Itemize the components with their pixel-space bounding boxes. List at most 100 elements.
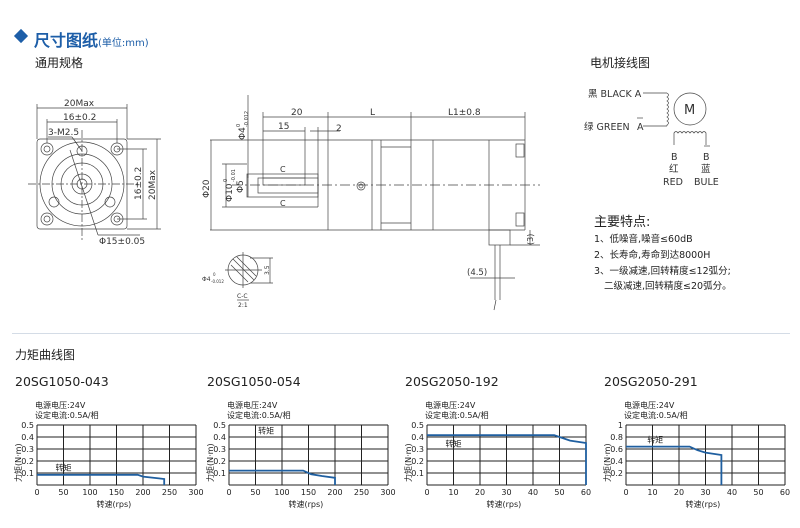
x-tick-label: 20 xyxy=(475,488,485,497)
y-tick-label: 0.5 xyxy=(21,421,34,430)
x-tick-label: 150 xyxy=(109,488,124,497)
x-tick-label: 300 xyxy=(380,488,395,497)
section-tol-upper: 0 xyxy=(213,272,216,277)
features-title: 主要特点: xyxy=(594,215,651,230)
dim-pilot-dia: Φ15±0.05 xyxy=(99,237,145,247)
x-tick-label: 250 xyxy=(162,488,177,497)
y-tick-label: 0.4 xyxy=(21,433,34,442)
dim-height-pitch: 16±0.2 xyxy=(134,167,144,200)
torque-section-title: 力矩曲线图 xyxy=(15,348,76,362)
y-tick-label: 0.2 xyxy=(213,457,226,466)
y-axis-label: 力矩(N·m) xyxy=(13,443,23,482)
x-tick-label: 30 xyxy=(501,488,511,497)
page-title: 尺寸图纸(单位:mm) xyxy=(34,27,149,51)
wire-bbar-color-en: BULE xyxy=(694,177,719,188)
x-tick-label: 20 xyxy=(674,488,684,497)
chart-title: 20SG2050-192 xyxy=(405,374,499,389)
y-tick-label: 0.8 xyxy=(610,433,623,442)
section-flat: 3.5 xyxy=(264,265,271,275)
wiring-diagram xyxy=(637,92,710,147)
section-mark-bottom: C xyxy=(280,199,286,208)
x-tick-label: 10 xyxy=(647,488,657,497)
y-tick-label: 0.1 xyxy=(21,469,34,478)
x-tick-label: 60 xyxy=(780,488,790,497)
x-tick-label: 60 xyxy=(581,488,591,497)
y-tick-label: 0.4 xyxy=(213,433,226,442)
feature-item: 二级减速,回转精度≤20弧分。 xyxy=(604,281,732,292)
x-tick-label: 40 xyxy=(528,488,538,497)
chart-title: 20SG1050-054 xyxy=(207,374,301,389)
wire-bbar-color-cn: 蓝 xyxy=(701,163,711,175)
y-axis-label: 力矩(N·m) xyxy=(205,443,215,482)
x-tick-label: 30 xyxy=(700,488,710,497)
x-tick-label: 150 xyxy=(301,488,316,497)
x-tick-label: 200 xyxy=(327,488,342,497)
dim-boss-tol-lower: -0.01 xyxy=(231,169,237,182)
dim-hole-pitch: 16±0.2 xyxy=(63,113,96,123)
x-tick-label: 50 xyxy=(753,488,763,497)
dim-flat-length: 15 xyxy=(278,122,289,132)
x-tick-label: 200 xyxy=(135,488,150,497)
dim-shaft-dia: Φ4 xyxy=(238,127,248,140)
wire-b-color-cn: 红 xyxy=(669,163,679,175)
series-annotation: 转矩 xyxy=(56,463,72,473)
y-tick-label: 0.1 xyxy=(213,469,226,478)
series-annotation: 转矩 xyxy=(446,439,462,449)
title-text: 尺寸图纸 xyxy=(34,31,99,50)
y-tick-label: 0.2 xyxy=(411,457,424,466)
dim-shaft-tol-upper: 0 xyxy=(236,124,242,127)
x-tick-label: 50 xyxy=(58,488,68,497)
dim-height-max: 20Max xyxy=(148,169,158,200)
dim-motor-length: L1±0.8 xyxy=(448,108,481,118)
dim-width-max: 20Max xyxy=(64,99,95,109)
chart-title: 20SG1050-043 xyxy=(15,374,109,389)
chart-note-voltage: 电源电压:24V xyxy=(425,400,476,410)
y-axis-label: 力矩(N·m) xyxy=(403,443,413,482)
x-tick-label: 0 xyxy=(424,488,429,497)
chart-note-voltage: 电源电压:24V xyxy=(624,400,675,410)
dim-boss-dia: Φ10 xyxy=(225,183,235,202)
chart-note-current: 设定电流:0.5A/相 xyxy=(227,410,291,420)
y-tick-label: 0.6 xyxy=(610,445,623,454)
dim-boss-dia-group: Φ10 -0.01 0 xyxy=(223,169,237,202)
y-tick-label: 0.3 xyxy=(411,445,424,454)
y-tick-label: 0.3 xyxy=(213,445,226,454)
front-view xyxy=(28,104,161,240)
torque-line xyxy=(37,473,166,485)
wire-b-phase: B xyxy=(671,152,678,163)
feature-item: 1、低噪音,噪音≤60dB xyxy=(594,234,693,245)
y-tick-label: 0.5 xyxy=(411,421,424,430)
dim-shaft-dia-group: Φ4 -0.012 0 xyxy=(236,111,250,140)
y-tick-label: 0.2 xyxy=(610,469,623,478)
dim-gear-length: L xyxy=(370,108,375,118)
x-tick-label: 50 xyxy=(250,488,260,497)
dim-inner-dia: Φ5 xyxy=(236,180,246,193)
y-tick-label: 0.1 xyxy=(411,469,424,478)
wiring-heading: 电机接线图 xyxy=(590,56,651,70)
dim-shaft-tol-lower: -0.012 xyxy=(244,111,250,127)
chart-note-current: 设定电流:0.5A/相 xyxy=(35,410,99,420)
x-tick-label: 10 xyxy=(448,488,458,497)
x-axis-label: 转速(rps) xyxy=(487,499,522,509)
motor-symbol: M xyxy=(684,103,695,118)
section-mark-top: C xyxy=(280,165,286,174)
side-view xyxy=(210,95,540,311)
dim-body-dia: Φ20 xyxy=(202,179,212,198)
feature-item: 2、长寿命,寿命到达8000H xyxy=(594,250,711,261)
dim-connector-height: (3) xyxy=(526,234,535,245)
series-annotation: 转矩 xyxy=(647,434,663,444)
x-tick-label: 40 xyxy=(727,488,737,497)
chart-note-current: 设定电流:0.5A/相 xyxy=(624,410,688,420)
x-tick-label: 0 xyxy=(623,488,628,497)
chart-title: 20SG2050-291 xyxy=(604,374,698,389)
chart-note-current: 设定电流:0.5A/相 xyxy=(425,410,489,420)
x-tick-label: 50 xyxy=(554,488,564,497)
y-tick-label: 0.3 xyxy=(21,445,34,454)
general-spec-heading: 通用规格 xyxy=(35,56,84,70)
x-axis-label: 转速(rps) xyxy=(97,499,132,509)
feature-item: 3、一级减速,回转精度≤12弧分; xyxy=(594,266,731,277)
wire-green-phase: A xyxy=(637,122,644,133)
section-dia: Φ4 xyxy=(202,276,211,283)
dim-gap: 2 xyxy=(336,124,342,134)
section-scale: 2:1 xyxy=(238,302,248,309)
